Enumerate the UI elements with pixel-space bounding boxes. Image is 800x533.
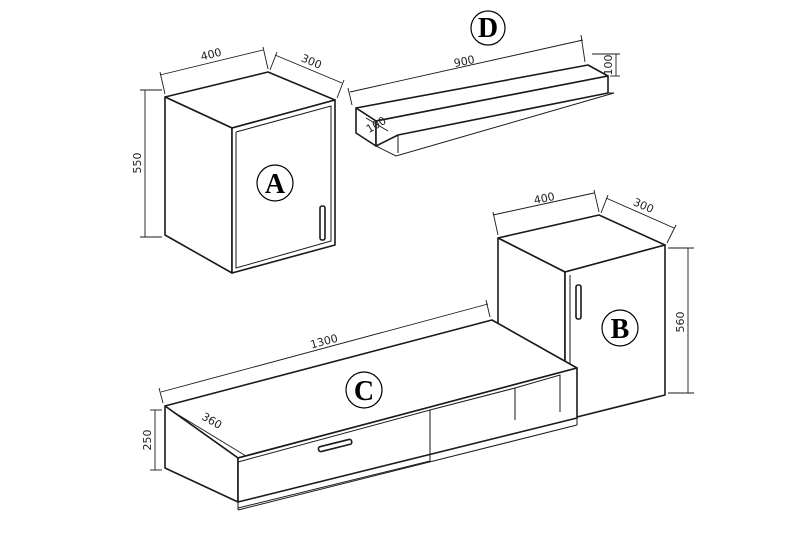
cabinet-a-height-label: 550 xyxy=(131,153,144,174)
shelf-d-badge-label: D xyxy=(478,13,498,44)
cabinet-a-height-dimension: 550 xyxy=(131,89,162,238)
cabinet-a-badge xyxy=(256,164,294,202)
cabinet-a-width-label: 400 xyxy=(199,46,223,64)
cabinet-a-width-dimension: 400 xyxy=(159,46,269,95)
cabinet-b-badge xyxy=(601,309,639,347)
cabinet-b-width-dimension: 400 xyxy=(492,189,600,236)
shelf-d: 900 100 100 D xyxy=(347,10,620,157)
cabinet-a: 400 300 550 A xyxy=(131,46,345,274)
shelf-d-height-label: 100 xyxy=(602,55,615,76)
tv-unit-c-badge xyxy=(345,371,383,409)
tv-unit-c-badge-label: C xyxy=(354,376,374,407)
shelf-d-badge xyxy=(470,10,506,46)
cabinet-a-side xyxy=(164,96,233,274)
tv-unit-c-height-label: 250 xyxy=(141,430,154,451)
cabinet-a-badge-label: A xyxy=(265,169,286,200)
cabinet-b-badge-label: B xyxy=(611,314,630,345)
shelf-d-height-dimension: 100 xyxy=(592,53,620,77)
cabinet-b-height-dimension: 560 xyxy=(668,247,694,394)
cabinet-a-door xyxy=(235,105,332,269)
shelf-d-length-dimension: 900 xyxy=(347,34,586,106)
cabinet-a-depth-label: 300 xyxy=(299,52,323,72)
cabinet-b-width-label: 400 xyxy=(533,190,556,207)
shelf-d-face xyxy=(375,75,609,147)
tv-unit-c: 1300 360 250 C xyxy=(141,299,578,511)
cabinet-b: 400 300 560 B xyxy=(492,189,694,421)
tv-unit-c-open-shelf xyxy=(429,374,561,412)
shelf-d-bottom-edge xyxy=(375,92,615,157)
tv-unit-c-drawer xyxy=(237,409,431,509)
shelf-d-length-label: 900 xyxy=(453,53,476,70)
cabinet-b-handle xyxy=(575,284,582,320)
cabinet-b-height-label: 560 xyxy=(674,312,687,333)
tv-unit-c-handle xyxy=(317,438,353,453)
cabinet-b-depth-label: 300 xyxy=(631,196,655,216)
tv-unit-c-height-dimension: 250 xyxy=(141,409,162,471)
cabinet-a-handle xyxy=(319,205,326,241)
